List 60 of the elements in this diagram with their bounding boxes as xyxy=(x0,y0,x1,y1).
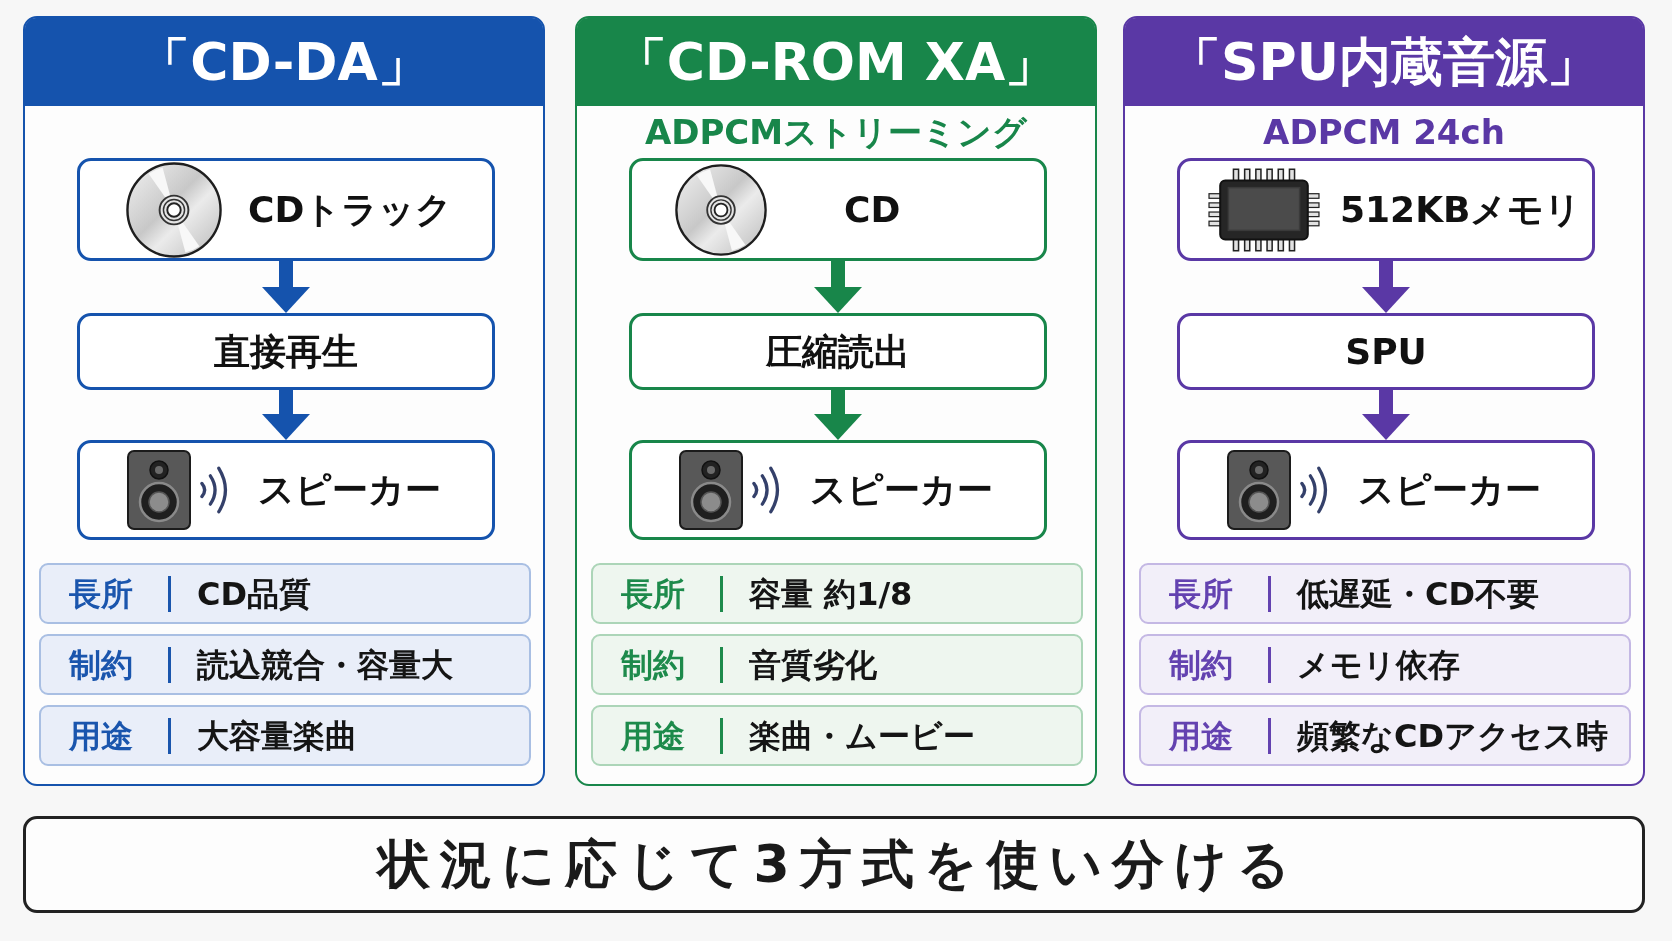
process-box xyxy=(77,440,495,540)
arrow xyxy=(814,261,862,313)
arrow xyxy=(1362,261,1410,313)
info-row xyxy=(591,634,1083,695)
info-row xyxy=(591,563,1083,624)
row-label: 長所 xyxy=(69,573,133,614)
process-box xyxy=(1177,440,1595,540)
row-value: 容量 約1/8 xyxy=(749,573,913,614)
row-value: 読込競合・容量大 xyxy=(197,644,453,685)
process-box xyxy=(629,158,1047,261)
info-row xyxy=(1139,705,1631,766)
process-box xyxy=(629,440,1047,540)
row-label: 用途 xyxy=(621,715,685,756)
panel xyxy=(23,16,545,786)
row-label: 制約 xyxy=(621,644,685,685)
arrow xyxy=(262,261,310,313)
box-label: 直接再生 xyxy=(214,329,358,374)
row-label: 制約 xyxy=(1169,644,1233,685)
info-row xyxy=(1139,563,1631,624)
row-value: 大容量楽曲 xyxy=(197,715,357,756)
row-label: 用途 xyxy=(1169,715,1233,756)
panel xyxy=(575,16,1097,786)
subtitle: ADPCM 24ch xyxy=(1263,112,1505,152)
box-label: スピーカー xyxy=(258,468,441,512)
box-label: スピーカー xyxy=(1358,468,1541,512)
row-value: メモリ依存 xyxy=(1297,644,1460,685)
box-label: CDトラック xyxy=(248,187,453,232)
panel-header: 「SPU内蔵音源」 xyxy=(1125,18,1643,106)
box-label: 圧縮読出 xyxy=(766,329,910,374)
info-row xyxy=(39,634,531,695)
process-box xyxy=(77,158,495,261)
row-value: 音質劣化 xyxy=(749,644,877,685)
row-label: 長所 xyxy=(1169,573,1233,614)
info-row xyxy=(1139,634,1631,695)
arrow xyxy=(262,390,310,440)
process-box xyxy=(629,313,1047,390)
process-box xyxy=(1177,313,1595,390)
arrow xyxy=(1362,390,1410,440)
row-value: 頻繁なCDアクセス時 xyxy=(1297,715,1609,756)
arrow xyxy=(814,390,862,440)
subtitle: ADPCMストリーミング xyxy=(644,112,1028,152)
box-label: CD xyxy=(844,187,901,232)
info-row xyxy=(39,705,531,766)
row-label: 長所 xyxy=(621,573,685,614)
panel-header: 「CD-DA」 xyxy=(25,18,543,106)
info-row xyxy=(591,705,1083,766)
row-value: CD品質 xyxy=(197,573,312,614)
process-box xyxy=(1177,158,1595,261)
row-value: 楽曲・ムービー xyxy=(749,715,975,756)
box-label: 512KBメモリ xyxy=(1340,187,1582,232)
panel-header: 「CD-ROM XA」 xyxy=(577,18,1095,106)
process-box xyxy=(77,313,495,390)
box-label: SPU xyxy=(1345,329,1427,374)
panel xyxy=(1123,16,1645,786)
info-row xyxy=(39,563,531,624)
row-value: 低遅延・CD不要 xyxy=(1297,573,1540,614)
row-label: 制約 xyxy=(69,644,133,685)
row-label: 用途 xyxy=(69,715,133,756)
summary-banner: 状況に応じて3方式を使い分ける xyxy=(23,816,1645,913)
box-label: スピーカー xyxy=(810,468,993,512)
